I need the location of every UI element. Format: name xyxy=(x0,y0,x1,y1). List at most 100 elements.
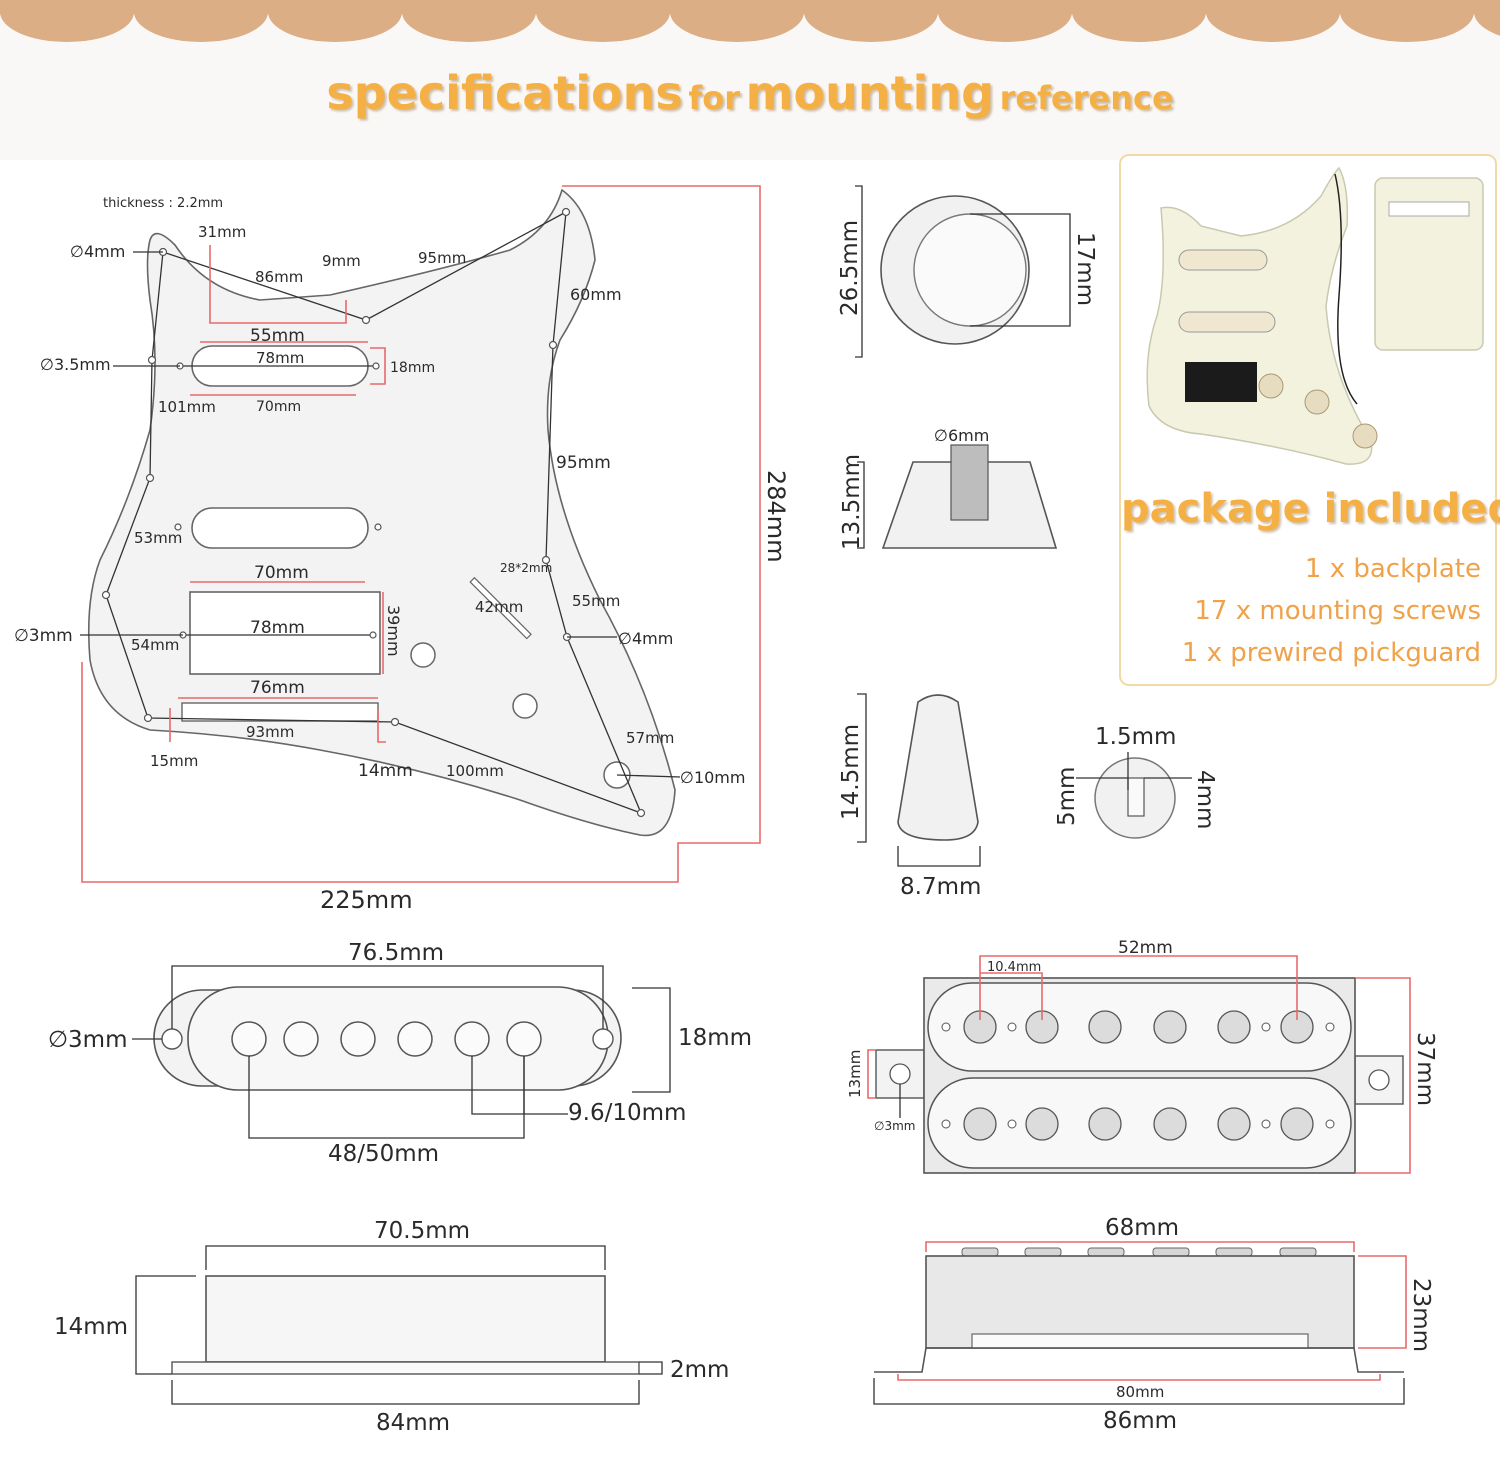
hbs-dim-68 xyxy=(925,1241,1355,1252)
pickguard-img-knob-3 xyxy=(1352,423,1378,449)
hbs-label-inner: 80mm xyxy=(1116,1383,1164,1401)
hbs-label-w: 86mm xyxy=(1103,1408,1177,1434)
scallop xyxy=(938,0,1072,42)
tip-label-5: 5mm xyxy=(1054,767,1080,826)
knob-diagram: 26.5mm 17mm ∅6mm 13.5mm xyxy=(837,185,1098,550)
package-title: package included: xyxy=(1121,486,1500,532)
scallop xyxy=(1072,0,1206,42)
package-item-backplate: 1 x backplate xyxy=(1304,554,1481,584)
scs-body xyxy=(205,1275,606,1363)
label-78b: 78mm xyxy=(250,618,305,638)
pickguard-img-knob-2 xyxy=(1304,389,1330,415)
label-70a: 70mm xyxy=(256,399,301,415)
backplate-img-slot xyxy=(1388,201,1470,217)
hbs-label-h: 23mm xyxy=(1408,1278,1434,1352)
package-included-box: package included: 1 x backplate 17 x mou… xyxy=(1119,154,1500,686)
label-101: 101mm xyxy=(158,398,216,416)
tip-dim-87 xyxy=(897,846,981,867)
hbs-pole-tops xyxy=(961,1247,1317,1257)
knob-dim-26 xyxy=(855,185,863,358)
sc-dim-96 xyxy=(471,1056,568,1115)
scallop xyxy=(670,0,804,42)
dim-14-bracket xyxy=(377,710,386,743)
label-95b: 95mm xyxy=(556,453,611,473)
scs-label-w: 84mm xyxy=(376,1410,450,1436)
neck-slot xyxy=(181,702,379,722)
pickguard-img-knob-1 xyxy=(1258,373,1284,399)
scs-label-h: 14mm xyxy=(54,1314,128,1340)
humbucker-top-diagram: 52mm 10.4mm 37mm 13mm ∅3mm xyxy=(846,938,1438,1174)
dim-284-line xyxy=(81,185,761,883)
pot-hole-1 xyxy=(410,642,436,668)
page-title: specifications for mounting reference xyxy=(0,66,1500,120)
label-39: 39mm xyxy=(384,605,403,657)
label-d4a: ∅4mm xyxy=(70,242,125,261)
knob-label-h2: 13.5mm xyxy=(839,454,865,550)
dim-31-bracket xyxy=(209,245,347,324)
hb-pole-pieces-top xyxy=(963,1010,1314,1044)
scallop xyxy=(1340,0,1474,42)
label-55b: 55mm xyxy=(572,592,620,610)
pickguard-img-humbucker xyxy=(1185,362,1257,402)
title-word-reference: reference xyxy=(999,79,1174,117)
hb-dim-13 xyxy=(867,1049,876,1099)
hbs-inner-plate xyxy=(971,1333,1309,1349)
hbs-base-plate xyxy=(874,1347,1404,1373)
label-225: 225mm xyxy=(320,886,413,914)
backplate-image xyxy=(1374,177,1484,351)
knob-label-h: 26.5mm xyxy=(837,220,863,316)
label-d10: ∅10mm xyxy=(680,768,745,787)
hbs-dim-23 xyxy=(1358,1255,1407,1349)
scallop xyxy=(1206,0,1340,42)
label-9: 9mm xyxy=(322,252,361,270)
label-28: 28*2mm xyxy=(500,561,552,575)
hb-tab-hole-right xyxy=(1368,1069,1390,1091)
label-31: 31mm xyxy=(198,223,246,241)
scs-dim-84 xyxy=(171,1380,640,1405)
scs-dim-2 xyxy=(639,1361,663,1375)
label-76: 76mm xyxy=(250,678,305,698)
hb-coil-top xyxy=(927,982,1352,1072)
scallop xyxy=(1474,0,1500,36)
hbs-label-top: 68mm xyxy=(1105,1215,1179,1241)
pot-hole-2 xyxy=(512,693,538,719)
pickguard-diagram: thickness : 2.2mm ∅4mm ∅3.5mm ∅3mm ∅4mm … xyxy=(14,185,790,914)
sc-label-span: 48/50mm xyxy=(328,1141,439,1167)
label-284: 284mm xyxy=(762,470,790,563)
dim-18-bracket xyxy=(370,347,386,385)
knob-dim-17 xyxy=(970,213,1071,327)
scs-base xyxy=(171,1361,640,1375)
hb-dim-52 xyxy=(979,955,1298,1020)
label-thickness: thickness : 2.2mm xyxy=(103,196,223,211)
scallop xyxy=(0,0,134,42)
bridge-humbucker-cutout xyxy=(189,591,381,675)
label-54: 54mm xyxy=(131,636,179,654)
label-100: 100mm xyxy=(446,762,504,780)
title-word-for: for xyxy=(688,79,741,117)
scallop xyxy=(268,0,402,42)
scs-label-base: 2mm xyxy=(670,1357,729,1383)
label-78a: 78mm xyxy=(256,349,304,367)
switch-tip-shape xyxy=(897,694,979,841)
scs-label-top: 70.5mm xyxy=(374,1218,470,1244)
sc-mount-hole-left xyxy=(161,1028,183,1050)
tip-dim-14 xyxy=(857,693,867,843)
sc-label-h: 18mm xyxy=(678,1025,752,1051)
pickguard-img-middle-pickup xyxy=(1178,311,1276,333)
humbucker-side-diagram: 68mm 23mm 80mm 86mm xyxy=(873,1215,1434,1434)
scs-dim-705 xyxy=(205,1245,606,1270)
scallop xyxy=(402,0,536,42)
sc-mount-hole-right xyxy=(592,1028,614,1050)
tip-label-4: 4mm xyxy=(1192,770,1218,829)
knob-dim-13 xyxy=(857,461,865,549)
label-d35: ∅3.5mm xyxy=(40,355,111,374)
switch-tip-diagram: 14.5mm 8.7mm 1.5mm 5mm 4mm xyxy=(838,693,1218,900)
label-70b: 70mm xyxy=(254,563,309,583)
hb-tab-hole-left xyxy=(889,1063,911,1085)
label-60: 60mm xyxy=(570,285,622,304)
package-item-screws: 17 x mounting screws xyxy=(1194,596,1481,626)
knob-shaft-hole xyxy=(950,444,989,521)
label-15: 15mm xyxy=(150,752,198,770)
label-55a: 55mm xyxy=(250,326,305,346)
